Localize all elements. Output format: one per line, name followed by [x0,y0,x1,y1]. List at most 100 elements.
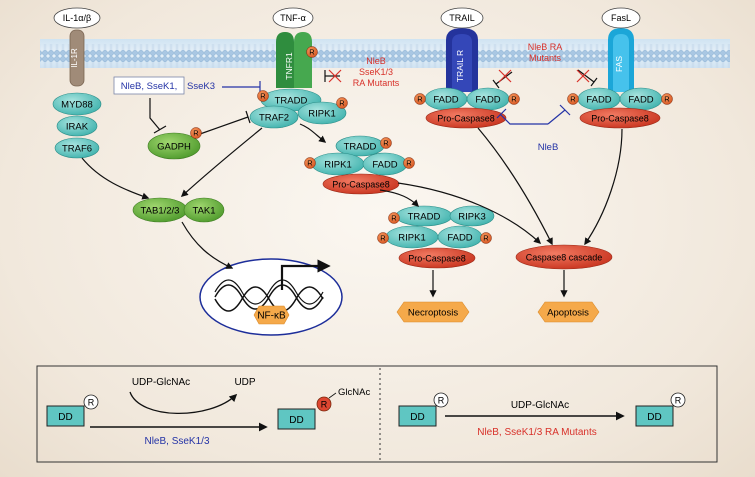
necrosome-procaspase8: Pro-Caspase8 [398,247,476,269]
udp-label: UDP [234,377,255,388]
r-mark-ripk1: R [336,97,348,109]
inhibit-nleb-trail [499,113,548,125]
complex2-procaspase8: Pro-Caspase8 [322,173,400,195]
svg-text:Mutants: Mutants [529,53,562,63]
svg-text:TAB1/2/3: TAB1/2/3 [141,206,180,217]
nucleus: NF-κB [199,258,343,336]
trail-disc-fadd-right: FADD [466,87,510,111]
complex2-fadd: FADD [362,152,408,176]
tnfa-label: TNF-α [280,13,306,23]
svg-text:R: R [309,48,315,57]
svg-text:Apoptosis: Apoptosis [547,308,589,319]
mutants-label-tnf: NleB SseK1/3 RA Mutants [353,56,400,88]
svg-text:Pro-Caspase8: Pro-Caspase8 [408,254,466,264]
svg-text:R: R [391,214,397,223]
complex2-ripk1: RIPK1 [311,152,365,176]
svg-text:RIPK1: RIPK1 [324,160,351,171]
svg-text:TRADD: TRADD [408,212,441,223]
fas-label: FAS [614,56,624,72]
svg-text:RIPK1: RIPK1 [308,109,335,120]
svg-text:R: R [307,159,313,168]
fas-disc-procaspase8: Pro-Caspase8 [579,107,661,129]
svg-text:TRADD: TRADD [275,96,308,107]
trail-disc-fadd-left: FADD [424,87,468,111]
tnfr1-label: TNFR1 [284,52,294,80]
svg-text:R: R [193,129,199,138]
il1-ligand [53,7,101,29]
trailr-label: TRAIL R [455,50,465,82]
svg-text:R: R [321,400,328,410]
svg-text:DD: DD [58,412,72,423]
svg-text:TRAF2: TRAF2 [259,113,289,124]
svg-text:Pro-Caspase8: Pro-Caspase8 [591,114,649,124]
svg-text:FADD: FADD [372,160,397,171]
svg-text:FADD: FADD [433,95,458,106]
gadph-inhibits-traf2 [199,116,249,135]
svg-text:GADPH: GADPH [157,142,191,153]
arrow-trail-to-cascade [477,127,553,246]
pathway-arrows [81,123,623,298]
dd-domain-after [277,408,316,430]
arrow-complex1-to-complex2 [299,123,327,143]
svg-text:NleB: NleB [366,56,386,66]
svg-text:NleB RA: NleB RA [528,42,563,52]
arginine-marks: R R R R R R R R R R R R R R [190,46,673,244]
tnfr1-complex-ripk1: RIPK1 [297,101,347,125]
trail-disc-procaspase8: Pro-Caspase8 [425,107,507,129]
svg-text:TRADD: TRADD [344,142,377,153]
r-mark-trail-fadd-right: R [508,93,520,105]
glcnac-label: GlcNAc [338,387,370,398]
myd88-protein: MYD88 [52,92,102,116]
il1r-receptor: IL-1R IL-1α/β [53,7,101,87]
svg-text:R: R [88,398,95,408]
svg-text:R: R [417,95,423,104]
arrow-complex2-to-necrosome [379,189,420,208]
dd-domain-before [46,405,85,427]
svg-text:R: R [260,92,266,101]
svg-text:RA Mutants: RA Mutants [353,78,400,88]
necrosome-ripk3: RIPK3 [449,205,495,227]
svg-text:R: R [511,95,517,104]
svg-text:TRAF6: TRAF6 [62,144,92,155]
svg-text:TAK1: TAK1 [192,206,215,217]
r-mark-fas-fadd-right: R [661,93,673,105]
r-mark-necrosome-fadd: R [480,232,492,244]
svg-text:Pro-Caspase8: Pro-Caspase8 [437,114,495,124]
r-residue-modified [316,396,332,412]
fas-receptor: FAS FasL [601,7,641,92]
tnfr1-receptor: TNFR1 TNF-α [272,7,314,88]
svg-text:Pro-Caspase8: Pro-Caspase8 [332,180,390,190]
r-mark-necrosome-tradd: R [388,212,400,224]
svg-text:R: R [570,95,576,104]
enzymes-label: NleB, SseK1/3 [144,436,209,447]
fas-disc-fadd-left: FADD [577,87,621,111]
arrow-complex2-to-cascade [397,182,542,244]
svg-text:R: R [339,99,345,108]
svg-text:Caspase8 cascade: Caspase8 cascade [526,253,603,263]
necrosome-ripk1: RIPK1 [385,225,439,249]
gadph-protein: GADPH [147,132,201,160]
black-inhibition-lines [149,69,598,135]
trail-ligand [440,7,484,29]
svg-text:R: R [483,234,489,243]
nleb-ra-mutants-label: NleB RA Mutants [528,42,563,63]
r-residue-before [83,394,99,410]
udp-release-arrow [129,391,238,415]
svg-text:SseK1/3: SseK1/3 [359,67,393,77]
caspase8-cascade: Caspase8 cascade [515,244,613,270]
dd-domain-mutant-before [398,405,437,427]
fas-disc-fadd-right: FADD [619,87,663,111]
svg-text:DD: DD [410,412,424,423]
nfkb-label: NF-κB [257,311,286,322]
svg-text:R: R [675,396,682,406]
transcription-arrow [280,259,331,290]
inhibit-to-gadph [149,98,161,131]
udp-glcnac-label-right: UDP-GlcNAc [511,400,569,411]
necrosome-fadd: FADD [437,225,483,249]
svg-text:R: R [380,234,386,243]
mutant-enzymes-label: NleB, SseK1/3 RA Mutants [477,427,597,438]
traf6-protein: TRAF6 [54,137,100,159]
tnfr1-complex-traf2: TRAF2 [249,105,299,129]
